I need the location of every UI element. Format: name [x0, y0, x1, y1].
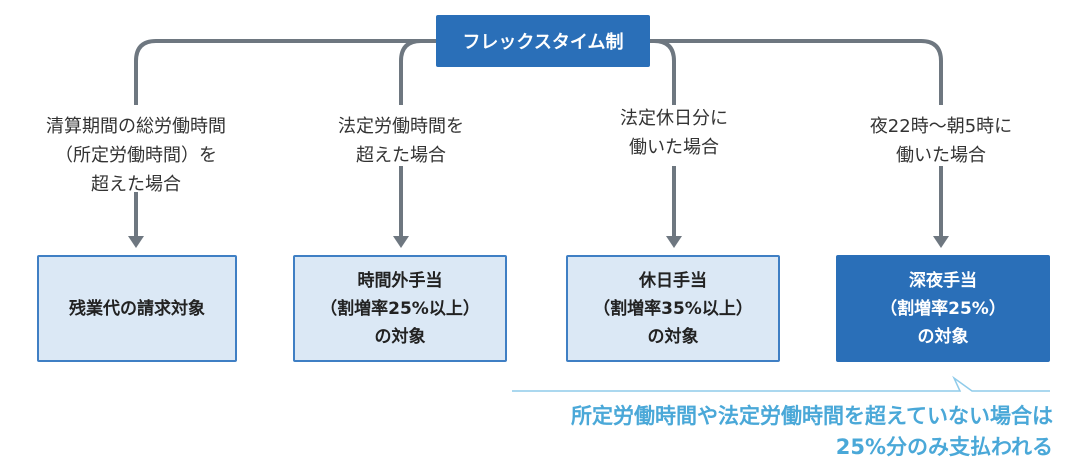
condition-2: 法定労働時間を 超えた場合	[301, 112, 501, 170]
condition-3-line-2: 働いた場合	[629, 137, 719, 158]
result-box-overtime-claim: 残業代の請求対象	[37, 255, 237, 362]
connector-branch-1	[134, 39, 436, 105]
result-2-line-3: の対象	[374, 326, 426, 347]
result-3-line-1: 休日手当	[639, 270, 707, 291]
connector-branch-2	[399, 39, 436, 105]
condition-3: 法定休日分に 働いた場合	[574, 104, 774, 162]
condition-4: 夜22時〜朝5時に 働いた場合	[836, 112, 1046, 170]
result-box-night-allowance: 深夜手当 （割増率25%） の対象	[836, 255, 1050, 362]
condition-1-line-1: 清算期間の総労働時間	[46, 116, 226, 137]
condition-4-line-2: 働いた場合	[896, 145, 986, 166]
arrowhead-4	[933, 236, 949, 248]
result-3-line-2: （割増率35%以上）	[593, 298, 753, 319]
condition-1: 清算期間の総労働時間 （所定労働時間）を 超えた場合	[26, 112, 246, 199]
result-4-line-2: （割増率25%）	[880, 298, 1006, 319]
result-1-line-1: 残業代の請求対象	[69, 298, 205, 319]
result-box-overtime-allowance: 時間外手当 （割増率25%以上） の対象	[293, 255, 507, 362]
result-4-line-3: の対象	[917, 326, 969, 347]
result-2-line-2: （割増率25%以上）	[320, 298, 480, 319]
arrowhead-1	[128, 236, 144, 248]
condition-1-line-3: 超えた場合	[91, 174, 181, 195]
condition-2-line-1: 法定労働時間を	[338, 116, 464, 137]
condition-4-line-1: 夜22時〜朝5時に	[869, 116, 1013, 137]
result-4-line-1: 深夜手当	[909, 270, 977, 291]
root-label: フレックスタイム制	[462, 32, 624, 53]
note-callout-line	[512, 375, 1050, 392]
condition-3-line-1: 法定休日分に	[620, 108, 728, 129]
result-3-line-3: の対象	[647, 326, 699, 347]
connector-branch-3	[650, 39, 676, 105]
arrowhead-3	[666, 236, 682, 248]
note-line-2: 25%分のみ支払われる	[835, 435, 1053, 459]
note-line-1: 所定労働時間や法定労働時間を超えていない場合は	[571, 404, 1053, 428]
arrowhead-2	[393, 236, 409, 248]
result-2-line-1: 時間外手当	[357, 270, 443, 291]
result-box-holiday-allowance: 休日手当 （割増率35%以上） の対象	[566, 255, 780, 362]
condition-1-line-2: （所定労働時間）を	[55, 145, 217, 166]
connector-branch-4	[650, 39, 943, 105]
root-node-flextime: フレックスタイム制	[436, 15, 650, 67]
condition-2-line-2: 超えた場合	[356, 145, 446, 166]
